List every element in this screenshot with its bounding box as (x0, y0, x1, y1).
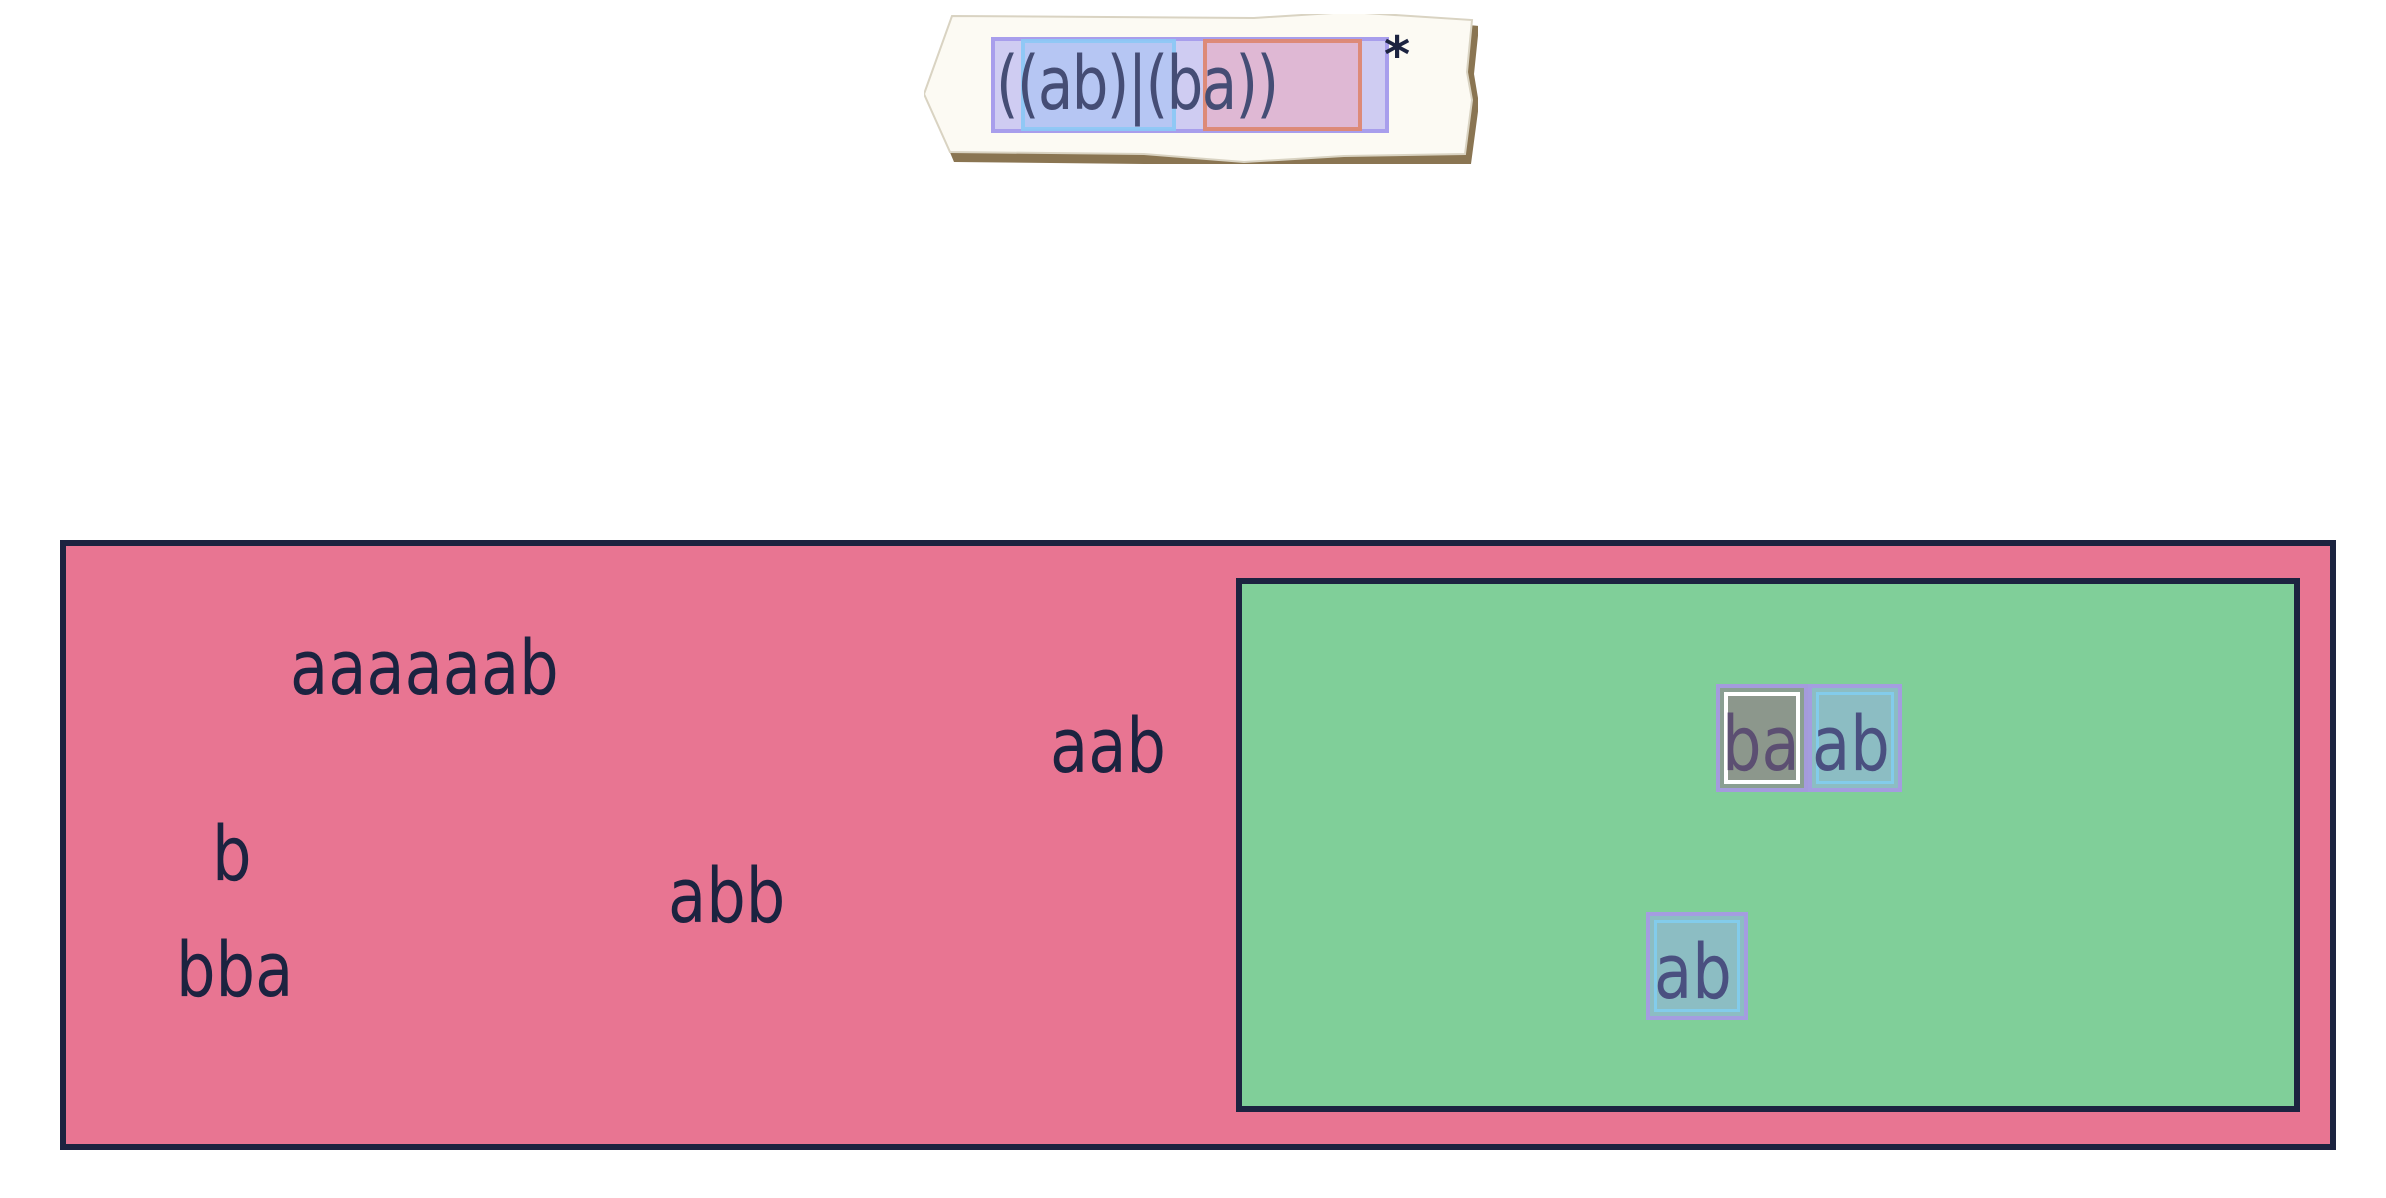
word-card[interactable]: bba (176, 925, 294, 1014)
regex-pattern: ((ab)|(ba)) (996, 41, 1279, 127)
match-part-text: ba (1722, 699, 1800, 788)
regex-kleene-star: * (1384, 26, 1411, 84)
regex-group-ba (1203, 39, 1362, 131)
word-card[interactable]: aab (1050, 701, 1166, 790)
word-card[interactable]: b (212, 809, 252, 898)
match-chip-inner (1654, 920, 1740, 1012)
regex-label: ((ab)|(ba)) * (924, 14, 1478, 164)
regex-group-ab (1021, 39, 1176, 131)
accept-area[interactable] (1236, 578, 2300, 1112)
match-chip-inner (1816, 692, 1894, 784)
match-part-text: ab (1812, 699, 1890, 788)
match-chip-ab[interactable] (1646, 912, 1748, 1020)
selection-highlight (1724, 692, 1800, 784)
word-card[interactable]: aaaaaab (290, 623, 559, 712)
match-chip-ba-selected[interactable] (1716, 684, 1808, 792)
match-part-text: ab (1654, 927, 1732, 1016)
match-chip-ab[interactable] (1808, 684, 1902, 792)
word-card[interactable]: abb (668, 851, 786, 940)
